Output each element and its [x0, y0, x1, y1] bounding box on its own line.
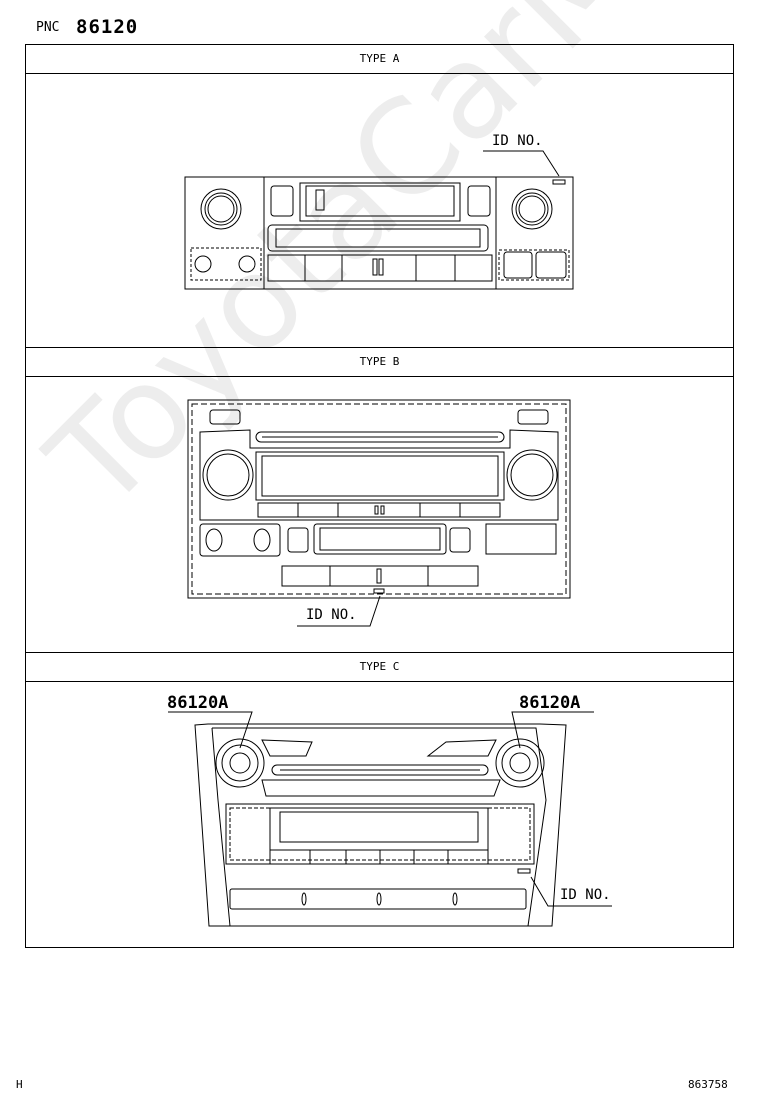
- pnc-label: PNC: [36, 20, 60, 35]
- type-a-right-knob: [511, 188, 553, 230]
- callout-86120a-right: 86120A: [519, 693, 581, 713]
- type-c-left-knob: [215, 738, 265, 788]
- type-b-id-label: ID NO.: [306, 607, 357, 623]
- type-b-radio-unit: [187, 399, 571, 627]
- pnc-code: 86120: [76, 16, 139, 38]
- type-c-right-knob: [495, 738, 545, 788]
- footer-left-code: H: [16, 1078, 23, 1091]
- type-c-id-label: ID NO.: [560, 887, 611, 903]
- type-a-id-label: ID NO.: [492, 133, 543, 149]
- type-b-right-knob: [506, 449, 558, 501]
- type-a-left-knob: [200, 188, 242, 230]
- type-a-radio-unit: [184, 150, 574, 290]
- footer-drawing-number: 863758: [688, 1078, 728, 1091]
- type-c-radio-unit: [168, 711, 612, 927]
- section-title-type-a: TYPE A: [25, 44, 734, 74]
- type-b-left-knob: [202, 449, 254, 501]
- section-title-type-b: TYPE B: [25, 347, 734, 377]
- section-title-type-c: TYPE C: [25, 652, 734, 682]
- callout-86120a-left: 86120A: [167, 693, 229, 713]
